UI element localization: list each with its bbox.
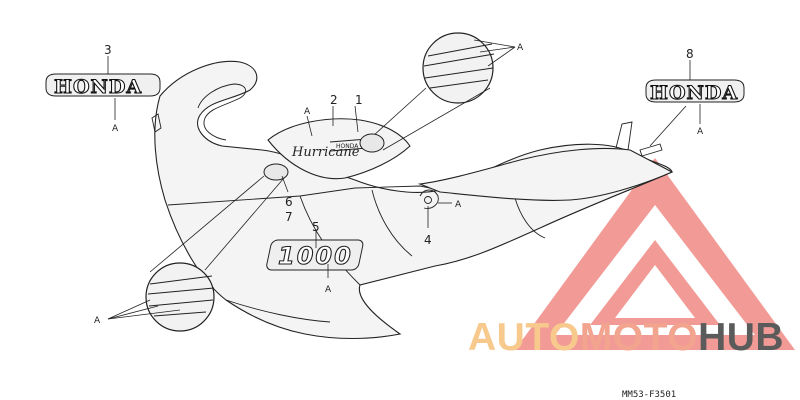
emblem-decal-right: HONDA (645, 79, 745, 105)
emblem-decal-left: HONDA (45, 73, 161, 99)
detail-magnifier-top (372, 32, 495, 151)
drawing-code: MM53-F3501 (622, 390, 676, 400)
watermark-wordmark: AUTOMOTOHUB (468, 318, 784, 358)
watermark-auto: AUTO (468, 316, 580, 359)
marker-a-top-detail: A (517, 43, 524, 53)
callout-5: 5 (312, 220, 320, 234)
callout-2: 2 (330, 93, 338, 107)
callout-6: 6 (285, 195, 293, 209)
watermark-logo (515, 158, 795, 350)
leader-lines (107, 39, 701, 320)
tank-honda-text: HONDA (336, 143, 359, 150)
callout-4: 4 (424, 233, 432, 247)
marker-a-emblem-right: A (697, 127, 704, 137)
callout-3: 3 (104, 43, 112, 57)
front-side-strip (151, 113, 162, 133)
tank-detail-ellipse (359, 133, 385, 153)
watermark-moto: MOTO (579, 316, 699, 359)
callout-1: 1 (355, 93, 363, 107)
watermark-hub: HUB (698, 316, 785, 359)
marker-a-tank: A (304, 107, 311, 117)
marker-a-side-emblem: A (455, 200, 462, 210)
model-script-text: Hurricane (291, 145, 360, 160)
fairing-detail-ellipse (263, 163, 289, 181)
body-decals: Hurricane HONDA 1000 (151, 113, 663, 271)
callout-numbers: 1 2 3 4 5 6 7 8 (104, 43, 694, 247)
emblem-text-right: HONDA (650, 82, 738, 104)
detail-magnifier-bottom (145, 175, 285, 332)
callout-8: 8 (686, 47, 694, 61)
location-markers: A A A A A A A (94, 43, 704, 326)
tail-strip (639, 143, 663, 157)
marker-a-bottom-detail: A (94, 316, 101, 326)
engine-badge-text: 1000 (278, 242, 353, 270)
engine-badge-decal: 1000 (266, 239, 364, 271)
marker-a-engine-badge: A (325, 285, 332, 295)
callout-7: 7 (285, 210, 293, 224)
marker-a-emblem-left: A (112, 124, 119, 134)
emblem-text-left: HONDA (54, 76, 142, 98)
